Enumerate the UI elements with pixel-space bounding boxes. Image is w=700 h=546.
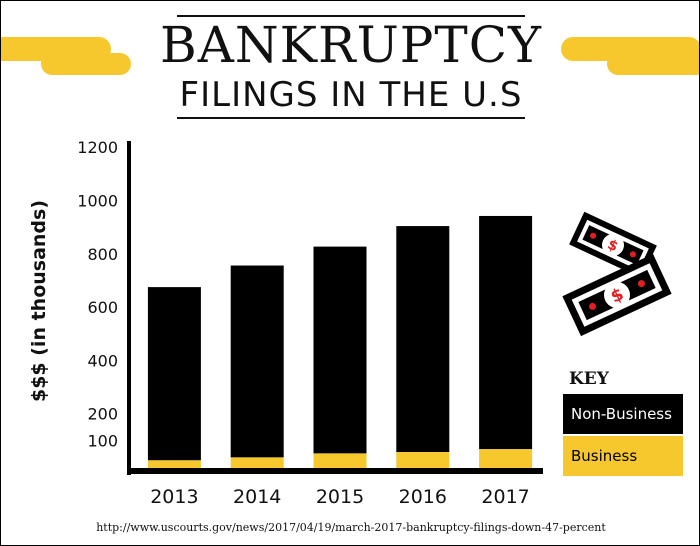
y-tick-label: 1200 <box>77 138 118 157</box>
y-axis-label: $$$ (in thousands) <box>28 199 50 403</box>
cloud-left-icon <box>1 37 131 75</box>
y-tick-label: 400 <box>87 351 118 370</box>
x-tick-label: 2015 <box>316 486 364 508</box>
y-axis-line <box>127 141 131 475</box>
bar-non-business <box>479 215 533 450</box>
y-tick-label: 200 <box>87 405 118 424</box>
title-bottom-rule <box>177 117 525 119</box>
title-line-2: FILINGS IN THE U.S <box>179 75 523 115</box>
title-top-rule <box>177 15 525 17</box>
x-tick-label: 2016 <box>399 486 447 508</box>
x-axis-line <box>127 468 543 474</box>
bar-non-business <box>147 287 201 461</box>
bar-non-business <box>313 246 367 454</box>
y-tick-label: 1000 <box>77 192 118 211</box>
legend-item-business: Business <box>563 436 683 476</box>
bar-non-business <box>396 226 450 453</box>
cloud-right-icon <box>561 37 699 75</box>
y-tick-label: 100 <box>87 431 118 450</box>
legend-title: KEY <box>569 369 609 389</box>
bar-business <box>479 449 533 471</box>
y-tick-label: 800 <box>87 245 118 264</box>
money-bills-icon: $ $ <box>562 211 672 337</box>
bar-non-business <box>230 265 284 458</box>
bar-business <box>396 452 450 471</box>
x-tick-label: 2017 <box>481 486 529 508</box>
bar-business <box>313 453 367 471</box>
title-line-1: BANKRUPTCY <box>160 16 542 74</box>
bar-business <box>230 457 284 471</box>
source-url: http://www.uscourts.gov/news/2017/04/19/… <box>96 521 606 534</box>
bar-business <box>147 460 201 471</box>
y-tick-label: 600 <box>87 298 118 317</box>
legend-item-non-business: Non-Business <box>563 394 683 434</box>
x-tick-label: 2014 <box>233 486 281 508</box>
x-tick-label: 2013 <box>150 486 198 508</box>
